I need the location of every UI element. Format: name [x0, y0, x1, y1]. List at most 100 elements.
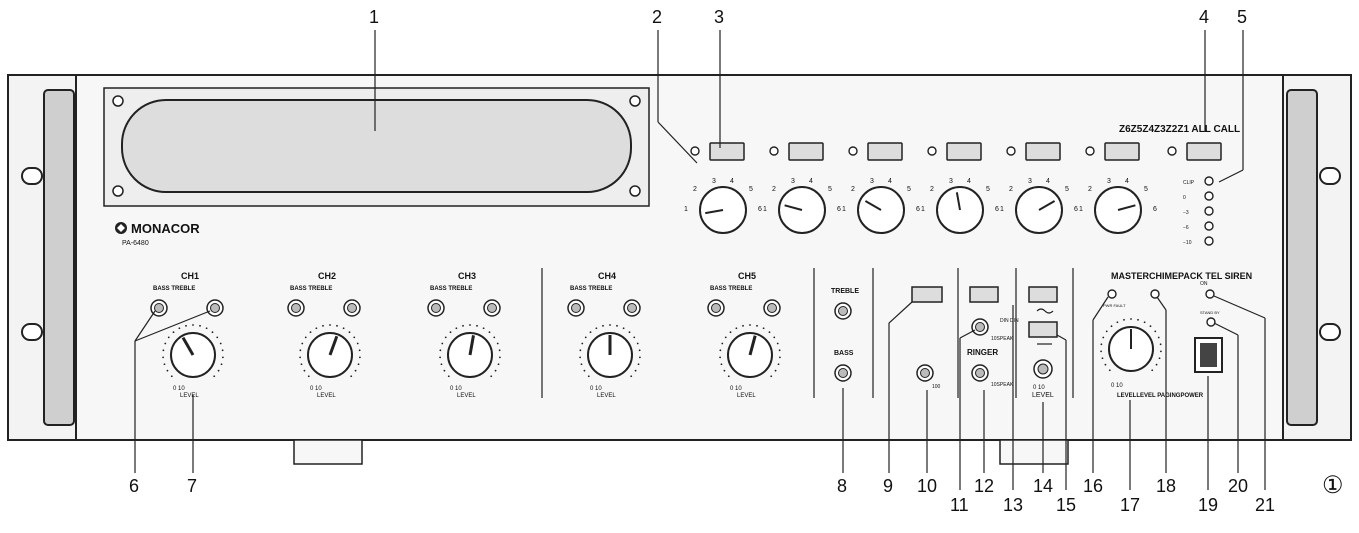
siren-mode-button[interactable]: [1028, 321, 1058, 338]
zone-button[interactable]: [946, 142, 982, 161]
selector-scale-label: 6: [916, 206, 920, 213]
callout-2: 2: [652, 7, 663, 27]
siren-level-knob[interactable]: [1033, 359, 1053, 379]
selector-scale-label: 1: [763, 206, 767, 213]
pwr-fault-led: [1107, 289, 1117, 299]
mount-slot-right-top: [1319, 167, 1341, 185]
meter-led: [1204, 176, 1214, 186]
standby-label: STAND BY: [1200, 310, 1220, 315]
channel-level-label: LEVEL: [457, 393, 476, 399]
channel-level-knob[interactable]: [299, 324, 361, 378]
channel-scale: 0 10: [173, 386, 185, 392]
meter-led: [1204, 221, 1214, 231]
selector-scale-label: 6: [995, 206, 999, 213]
master-treble-knob[interactable]: [834, 302, 852, 320]
tone-knob[interactable]: [206, 299, 224, 317]
meter-led: [1204, 191, 1214, 201]
zone-button[interactable]: [867, 142, 903, 161]
selector-scale-label: 6: [837, 206, 841, 213]
tone-knob[interactable]: [567, 299, 585, 317]
model-name: PA-6480: [122, 240, 149, 247]
tone-knob[interactable]: [343, 299, 361, 317]
leader-lines: [134, 30, 1266, 490]
selector-scale-label: 6: [1074, 206, 1078, 213]
callout-13: 13: [1003, 495, 1024, 515]
channel-level-knob[interactable]: [719, 324, 781, 378]
din-label: DIN DIN: [1000, 318, 1019, 324]
foot-right: [999, 439, 1069, 465]
selector-scale-label: 6: [1153, 206, 1157, 213]
callout-11: 11: [950, 495, 969, 515]
selector-scale-label: 3: [949, 178, 953, 185]
zone-button[interactable]: [709, 142, 745, 161]
meter-label: CLIP: [1183, 180, 1195, 186]
siren-scale: 0 10: [1033, 385, 1045, 391]
channel-tone-labels: BASS TREBLE: [290, 286, 332, 292]
tone-knob[interactable]: [427, 299, 445, 317]
figure-mark: ①: [1322, 472, 1344, 499]
monacor-logo-icon: [115, 222, 127, 234]
master-level-knob[interactable]: [1100, 318, 1162, 372]
callout-14: 14: [1033, 476, 1054, 496]
mount-slot-left-bottom: [21, 323, 43, 341]
siren-level-label: LEVEL: [1032, 392, 1054, 399]
selector-scale-label: 2: [772, 186, 776, 193]
power-switch-rocker[interactable]: [1200, 343, 1217, 367]
speak-knob[interactable]: [971, 364, 989, 382]
selector-scale-label: 3: [1028, 178, 1032, 185]
channel-level-label: LEVEL: [317, 393, 336, 399]
meter-label: −3: [1183, 210, 1189, 216]
foot-left: [293, 439, 363, 465]
channel-level-knob[interactable]: [439, 324, 501, 378]
tone-knob[interactable]: [763, 299, 781, 317]
tone-knob[interactable]: [707, 299, 725, 317]
selector-scale-label: 5: [749, 186, 753, 193]
callout-9: 9: [883, 476, 894, 496]
channel-scale: 0 10: [590, 386, 602, 392]
zone-button[interactable]: [788, 142, 824, 161]
callout-18: 18: [1156, 476, 1177, 496]
selector-scale-label: 4: [888, 178, 892, 185]
channel-level-label: LEVEL: [737, 393, 756, 399]
master-bass-knob[interactable]: [834, 364, 852, 382]
selector-scale-label: 1: [684, 206, 688, 213]
zone-led: [769, 146, 779, 156]
meter-label: −6: [1183, 225, 1189, 231]
channel-scale: 0 10: [730, 386, 742, 392]
tone-knob[interactable]: [483, 299, 501, 317]
selector-scale-label: 4: [730, 178, 734, 185]
ringer-knob[interactable]: [971, 318, 989, 336]
tone-knob[interactable]: [623, 299, 641, 317]
trimmer-100[interactable]: [916, 364, 934, 382]
channel-tone-labels: BASS TREBLE: [570, 286, 612, 292]
zone-led: [1085, 146, 1095, 156]
right-handle: [1286, 89, 1318, 426]
zone-button[interactable]: [1025, 142, 1061, 161]
tel-button[interactable]: [969, 286, 999, 303]
selector-scale-label: 6: [758, 206, 762, 213]
channel-level-knob[interactable]: [162, 324, 224, 378]
zone-button[interactable]: [1104, 142, 1140, 161]
channel-level-knob[interactable]: [579, 324, 641, 378]
zone-button[interactable]: [1186, 142, 1222, 161]
callout-20: 20: [1228, 476, 1249, 496]
selector-scale-label: 1: [1000, 206, 1004, 213]
tone-knob[interactable]: [287, 299, 305, 317]
siren-tone-button[interactable]: [1028, 286, 1058, 303]
mount-slot-left-top: [21, 167, 43, 185]
chime-button[interactable]: [911, 286, 943, 303]
selector-scale-label: 2: [1088, 186, 1092, 193]
selector-scale-label: 5: [828, 186, 832, 193]
meter-label: −10: [1183, 240, 1192, 246]
master-led-2: [1150, 289, 1160, 299]
